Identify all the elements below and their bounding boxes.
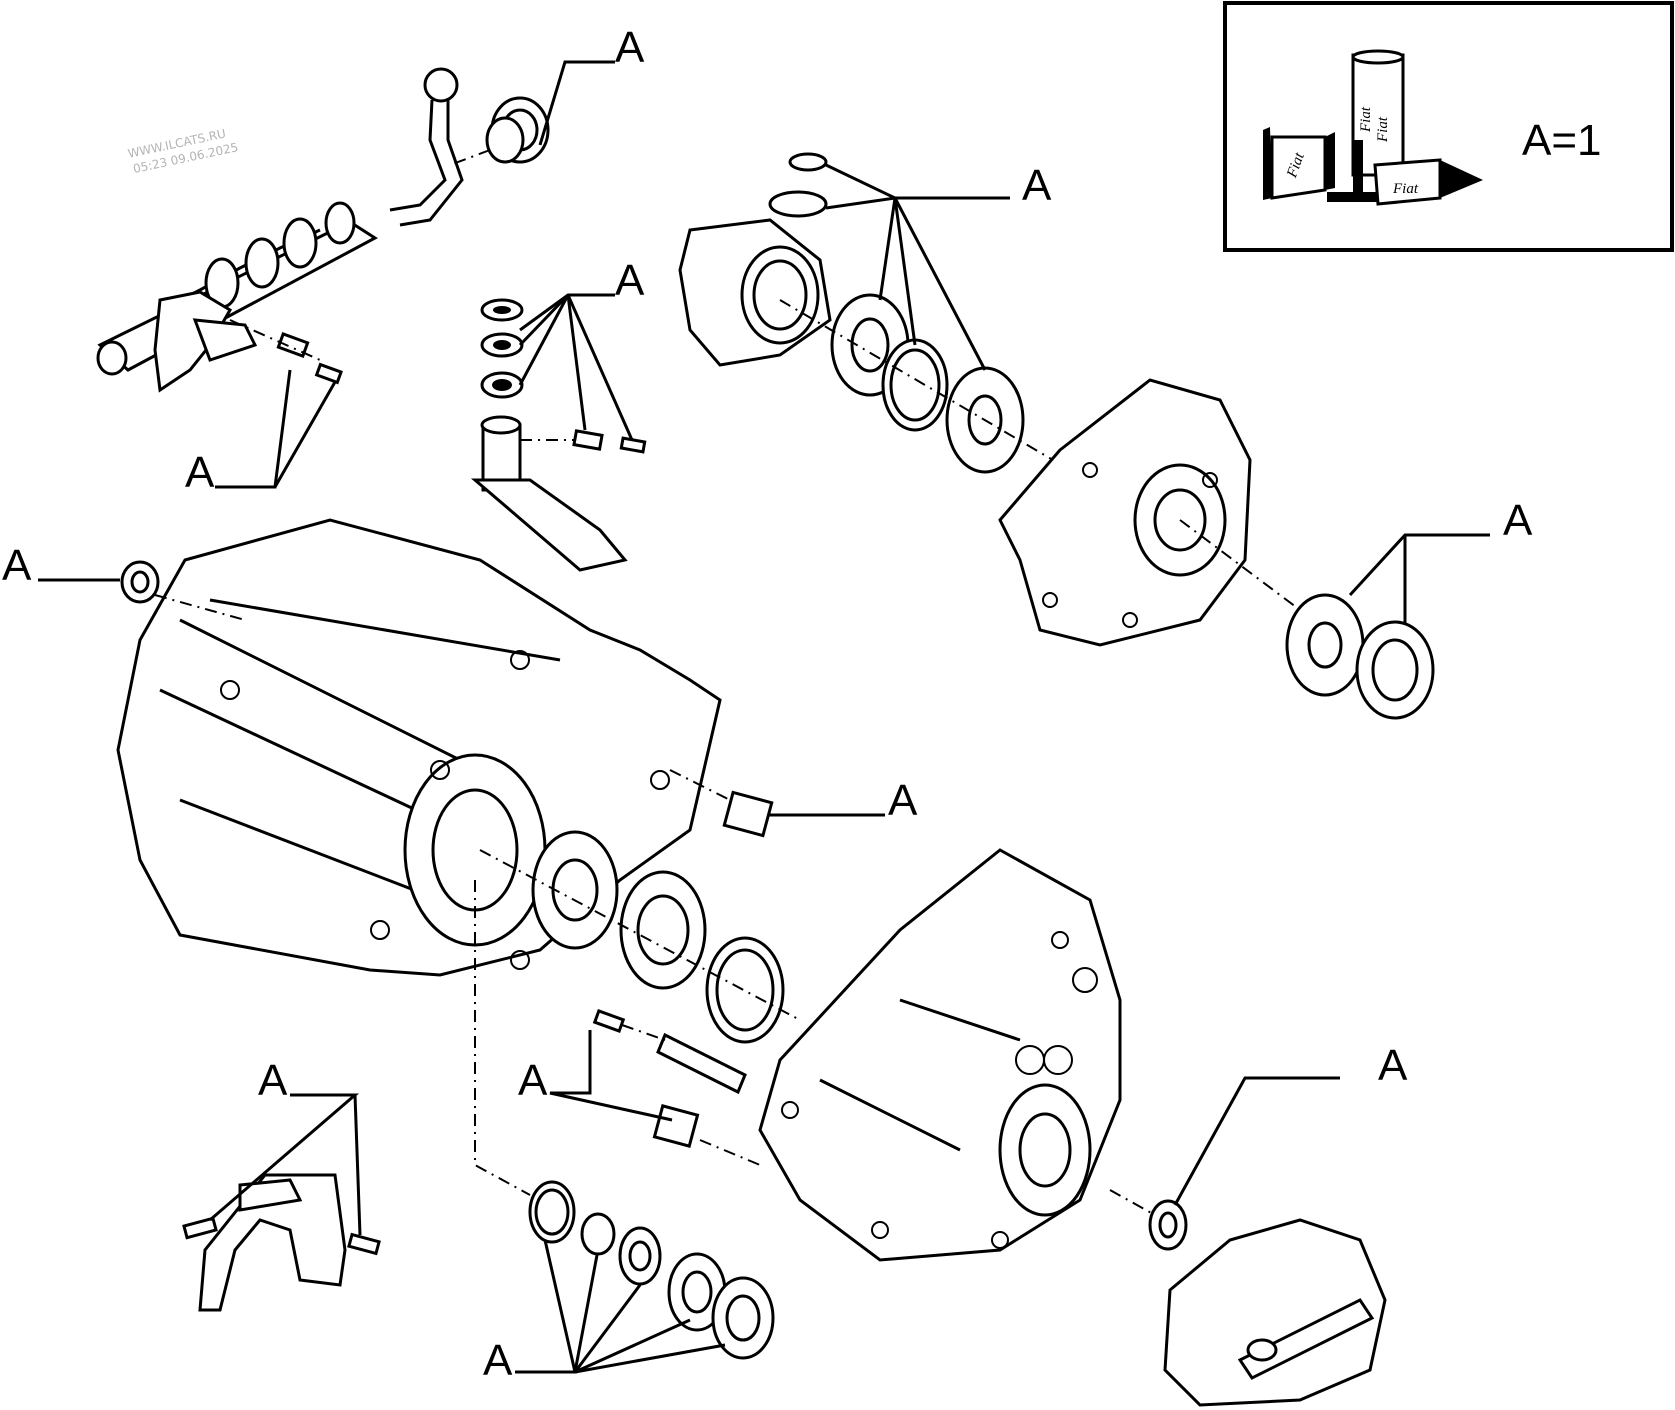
center-bearings (479, 830, 801, 1044)
callout-labels: A A A A A A A A A A A (2, 23, 1533, 1385)
rear-seal-cap (1109, 1189, 1188, 1251)
lower-rings (474, 880, 775, 1360)
can-label-2: Fiat (1358, 106, 1374, 133)
callout-label-2: A (185, 448, 215, 497)
callout-label-5: A (2, 541, 32, 590)
plug-right-of-housing (669, 769, 774, 838)
legend-text: A=1 (1522, 116, 1602, 165)
callout-label-11: A (483, 1336, 513, 1385)
fiat-cans-icon: Fiat Fiat Fiat Fiat (1263, 49, 1483, 206)
shift-fork-lower (182, 1173, 381, 1312)
can-label-4: Fiat (1392, 181, 1419, 197)
clutch-housing (998, 378, 1301, 647)
callout-label-7: A (888, 776, 918, 825)
callout-label-4: A (1022, 161, 1052, 210)
selector-seal (449, 96, 550, 166)
legend-box: Fiat Fiat Fiat Fiat A=1 (1223, 1, 1674, 252)
watermark: WWW.ILCATS.RU 05:23 09.06.2025 (127, 126, 240, 176)
callout-label-10: A (1378, 1041, 1408, 1090)
callout-leaders (38, 60, 1490, 1374)
legend-frame (1223, 1, 1674, 252)
callout-label-1: A (615, 23, 645, 72)
transmission-case (758, 848, 1122, 1262)
clutch-release-assembly (678, 152, 1071, 474)
gear-selector-shaft (96, 67, 464, 393)
callout-label-8: A (518, 1056, 548, 1105)
output-seals-right (1285, 593, 1435, 720)
can-label-3: Fiat (1375, 116, 1391, 143)
shift-fork-upper (470, 298, 647, 572)
callout-label-6: A (1503, 496, 1533, 545)
center-pins (592, 1008, 761, 1166)
callout-label-9: A (258, 1056, 288, 1105)
callout-label-3: A (615, 256, 645, 305)
end-cover (1163, 1218, 1387, 1407)
